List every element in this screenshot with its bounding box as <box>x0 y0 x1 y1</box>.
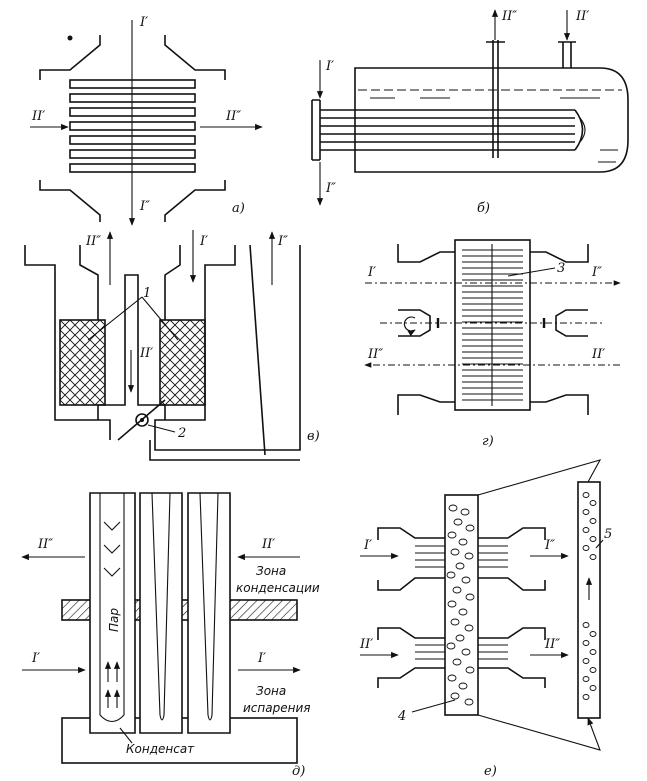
panel-a-flow-bottom: I″ <box>139 199 150 214</box>
panel-g-rotation-arrow-icon <box>403 316 416 337</box>
panel-v-flow-right: I″ <box>277 234 288 249</box>
panel-e-particles-riser <box>582 492 597 700</box>
panel-e-fins-upper <box>415 545 508 568</box>
panel-g-label-3: 3 <box>557 261 565 276</box>
panel-d-flow-top-left: II″ <box>37 537 53 552</box>
panel-g-flow-out-bottom: II″ <box>367 347 383 362</box>
panel-d-caption: д) <box>292 764 305 779</box>
panel-v-matrix-left <box>59 319 106 406</box>
panel-d-zone-evaporation-line2: испарения <box>243 701 310 715</box>
panel-g-flow-out-top: I″ <box>591 265 602 280</box>
panel-g-rotor-matrix <box>462 244 523 406</box>
panel-e-label-4: 4 <box>397 709 406 724</box>
panel-v-label-2: 2 <box>177 426 186 441</box>
panel-a-caption: а) <box>232 201 245 216</box>
panel-d-heat-pipe-exchanger: II″ II′ I′ I′ Зона конденсации Зона испа… <box>21 492 320 779</box>
panel-b-flow-left-top: I′ <box>325 59 334 74</box>
panel-e-flow-bottom-right: II″ <box>544 637 560 652</box>
panel-g-rotary-regenerator: I′ I″ II″ II′ 3 г) <box>364 239 621 449</box>
panel-d-heat-pipes <box>89 492 231 734</box>
panel-e-main-column <box>444 494 479 716</box>
panel-v-flow-center: II′ <box>139 346 153 361</box>
panel-d-flow-top-right: II′ <box>261 537 275 552</box>
panel-v-label-1: 1 <box>143 286 151 301</box>
panel-d-condensate-label: Конденсат <box>126 742 195 756</box>
panel-e-fluidized-bed-exchanger: I′ I″ II′ II″ 4 5 е) <box>359 459 612 779</box>
panel-e-flow-bottom-left: II′ <box>359 637 373 652</box>
panel-d-zone-evaporation-line1: Зона <box>256 684 286 698</box>
panel-v-flow-in: I′ <box>199 234 208 249</box>
panel-a-flow-top: I′ <box>139 15 148 30</box>
panel-d-flow-bottom-right: I′ <box>257 651 266 666</box>
panel-b-shell-tube-boiler: I′ I″ II″ II′ б) <box>311 9 629 216</box>
panel-e-label-5: 5 <box>604 527 612 542</box>
panel-a-flow-right: II″ <box>225 109 241 124</box>
panel-v-regenerator: II″ I′ I″ II′ 1 2 в) <box>24 230 320 461</box>
panel-g-flow-in-bottom: II′ <box>591 347 605 362</box>
panel-e-flow-top-left: I′ <box>363 538 372 553</box>
panel-g-flow-in-top: I′ <box>367 265 376 280</box>
panel-v-matrix-right <box>159 319 206 406</box>
panel-e-fins-lower <box>415 644 508 660</box>
panel-v-flow-out: II″ <box>85 234 101 249</box>
panel-d-zone-condensation-line1: Зона <box>256 564 286 578</box>
panel-e-flow-top-right: I″ <box>544 538 555 553</box>
panel-d-vapor-label: Пар <box>107 608 121 632</box>
panel-e-particles-main <box>446 504 475 706</box>
panel-d-flow-bottom-left: I′ <box>31 651 40 666</box>
panel-a-plate-exchanger: I′ I″ II′ II″ а) <box>30 15 263 226</box>
panel-b-flow-top-in: II′ <box>575 9 589 24</box>
panel-g-caption: г) <box>482 434 494 449</box>
panel-b-flow-top-out: II″ <box>501 9 517 24</box>
panel-a-flow-left: II′ <box>31 109 45 124</box>
panel-b-flow-left-bottom: I″ <box>325 181 336 196</box>
panel-v-caption: в) <box>307 429 320 444</box>
panel-b-caption: б) <box>477 201 490 216</box>
panel-b-tube-bundle <box>320 109 586 151</box>
panel-d-zone-condensation-line2: конденсации <box>236 581 320 595</box>
panel-e-caption: е) <box>484 764 497 779</box>
